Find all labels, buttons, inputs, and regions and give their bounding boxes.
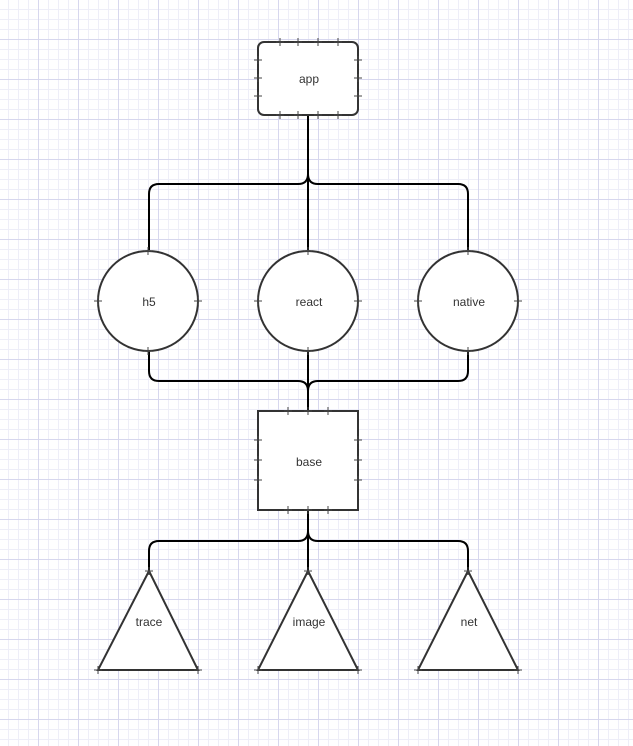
port-marker xyxy=(414,247,522,355)
node-base[interactable]: base xyxy=(257,410,359,511)
port-marker xyxy=(94,567,202,674)
node-net[interactable]: net xyxy=(416,568,520,671)
node-image-label: image xyxy=(293,615,326,629)
edge-h5-base[interactable] xyxy=(148,350,309,411)
node-image[interactable]: image xyxy=(256,568,360,671)
node-h5-label: h5 xyxy=(142,295,156,309)
node-native-label: native xyxy=(453,295,485,309)
port-marker xyxy=(94,247,202,355)
port-marker xyxy=(276,38,342,46)
node-h5[interactable]: h5 xyxy=(97,250,199,352)
node-react[interactable]: react xyxy=(257,250,359,352)
edge-base-net[interactable] xyxy=(307,510,469,571)
node-app-label: app xyxy=(299,72,319,86)
node-app[interactable]: app xyxy=(257,41,359,116)
connection-ports xyxy=(94,38,522,674)
node-native[interactable]: native xyxy=(417,250,519,352)
edge-base-trace[interactable] xyxy=(148,510,309,571)
node-net-shape[interactable] xyxy=(416,568,520,671)
port-marker xyxy=(254,56,362,100)
node-net-label: net xyxy=(461,615,478,629)
port-marker xyxy=(254,436,362,484)
port-marker xyxy=(254,247,362,355)
edge-native-base[interactable] xyxy=(307,350,469,411)
node-react-label: react xyxy=(296,295,323,309)
port-marker xyxy=(254,567,362,674)
edges xyxy=(148,115,469,571)
node-trace-label: trace xyxy=(136,615,163,629)
node-trace-shape[interactable] xyxy=(96,568,200,671)
node-trace[interactable]: trace xyxy=(96,568,200,671)
port-marker xyxy=(284,407,332,514)
edge-app-native[interactable] xyxy=(307,115,469,250)
node-image-shape[interactable] xyxy=(256,568,360,671)
edge-app-h5[interactable] xyxy=(148,115,309,250)
node-base-label: base xyxy=(296,455,322,469)
port-marker xyxy=(414,567,522,674)
port-marker xyxy=(276,111,342,119)
